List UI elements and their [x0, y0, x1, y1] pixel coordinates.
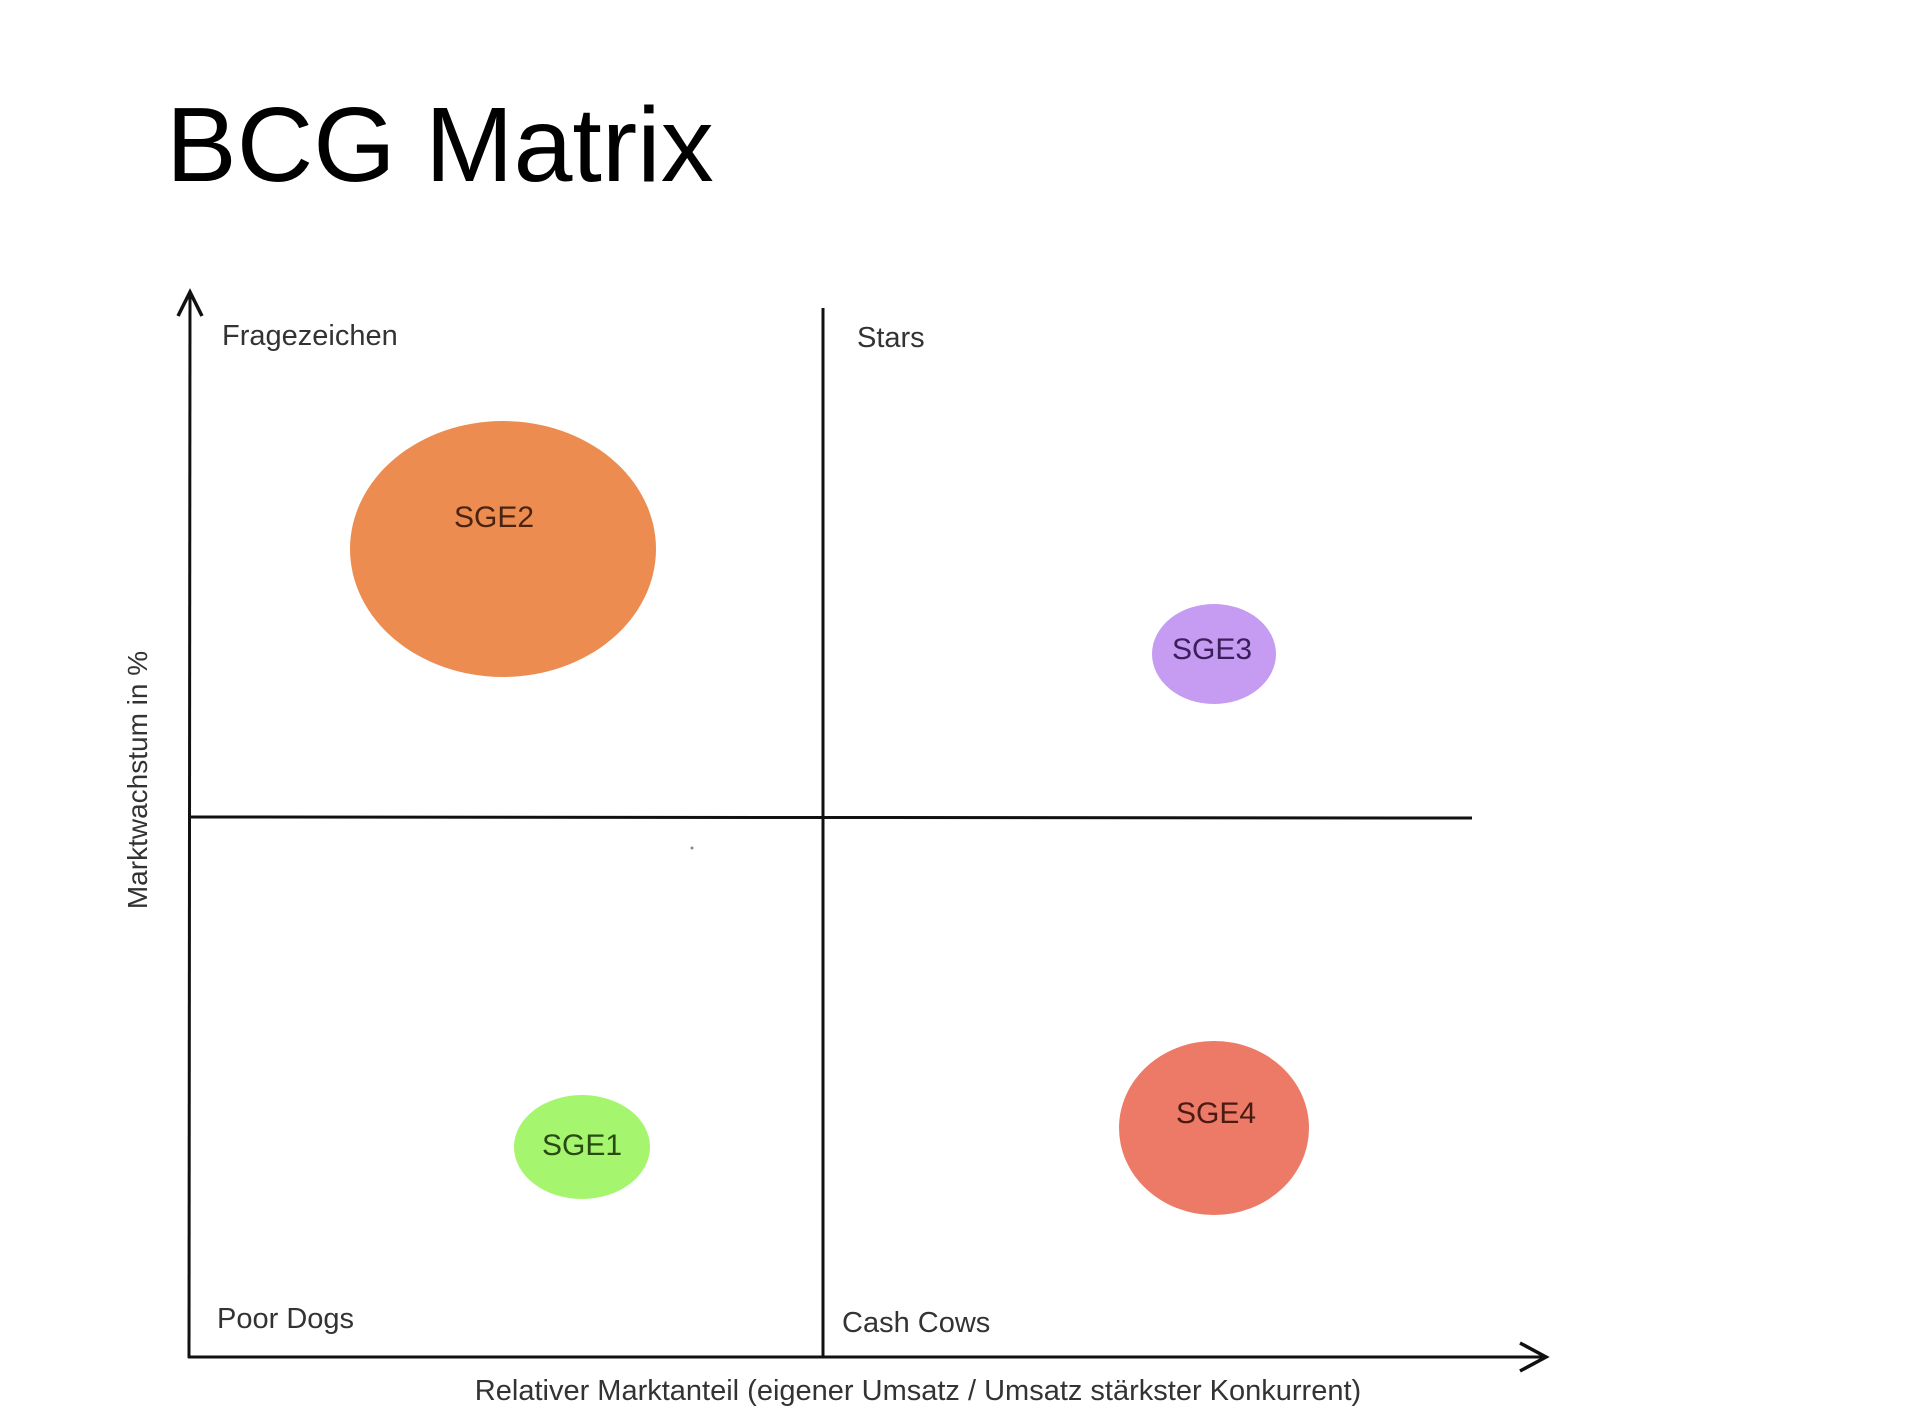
y-axis-label: Marktwachstum in %: [122, 650, 153, 910]
x-axis-label: Relativer Marktanteil (eigener Umsatz / …: [474, 1375, 1362, 1407]
bubble-label-sge1: SGE1: [541, 1129, 623, 1162]
bubble-sge1: [514, 1095, 650, 1199]
horizontal-divider: [189, 815, 1473, 820]
bubble-sge4: [1119, 1041, 1309, 1215]
y-axis-arrow-icon: [176, 288, 204, 317]
quadrant-label-stars: Stars: [857, 322, 925, 354]
bubble-label-sge3: SGE3: [1171, 633, 1253, 666]
bubble-sge2: [350, 421, 656, 677]
bubble-label-sge4: SGE4: [1175, 1097, 1257, 1130]
bubble-label-sge2: SGE2: [453, 501, 535, 534]
page-title: BCG Matrix: [166, 86, 714, 204]
quadrant-label-poor-dogs: Poor Dogs: [217, 1303, 355, 1335]
bubble-sge3: [1152, 604, 1276, 704]
quadrant-label-cash-cows: Cash Cows: [842, 1307, 991, 1339]
y-axis: [187, 295, 192, 1359]
quadrant-label-fragezeichen: Fragezeichen: [222, 320, 398, 352]
x-axis-arrow-icon: [1519, 1341, 1550, 1373]
